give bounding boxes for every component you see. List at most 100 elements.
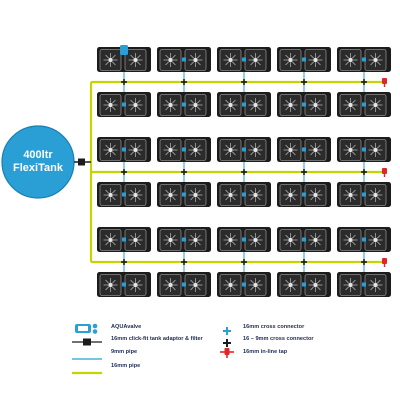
pot-grille: [137, 151, 141, 156]
pot-centre: [348, 237, 353, 243]
pot-grille: [285, 189, 289, 194]
pot-centre: [228, 192, 233, 198]
pot-centre: [288, 57, 293, 63]
pot-grille: [190, 241, 194, 246]
pot-grille: [137, 286, 141, 291]
pot-centre: [228, 57, 233, 63]
pot-grille: [285, 61, 289, 66]
tray: [157, 272, 211, 297]
pot-grille: [292, 61, 296, 66]
pot-grille: [105, 196, 109, 201]
pot-centre: [373, 282, 378, 288]
pot-grille: [292, 196, 296, 201]
pot-grille: [112, 279, 116, 284]
tray: [277, 272, 331, 297]
pot-grille: [197, 196, 201, 201]
pot-grille: [112, 196, 116, 201]
pot-centre: [193, 102, 198, 108]
pot-centre: [288, 147, 293, 153]
pot-grille: [257, 196, 261, 201]
pot-grille: [225, 189, 229, 194]
pot-grille: [197, 106, 201, 111]
pot-grille: [257, 286, 261, 291]
pot-grille: [172, 61, 176, 66]
pot-centre: [133, 102, 138, 108]
pot-centre: [373, 102, 378, 108]
pot-grille: [310, 234, 314, 239]
pot-grille: [377, 144, 381, 149]
aquavalve-mini: [362, 147, 366, 152]
pot-grille: [137, 99, 141, 104]
pot-centre: [373, 237, 378, 243]
pot-grille: [310, 241, 314, 246]
pot-grille: [352, 99, 356, 104]
pot-grille: [370, 196, 374, 201]
inline-tap-icon: [382, 78, 387, 84]
pot-grille: [197, 189, 201, 194]
pot-grille: [112, 241, 116, 246]
pot-grille: [310, 189, 314, 194]
aquavalve-mini: [242, 282, 246, 287]
pot-grille: [370, 286, 374, 291]
pot-grille: [310, 286, 314, 291]
pot-grille: [310, 99, 314, 104]
pot-grille: [257, 234, 261, 239]
pot-grille: [370, 54, 374, 59]
tray: [97, 272, 151, 297]
pot-grille: [310, 144, 314, 149]
tray: [337, 47, 391, 72]
pot-centre: [108, 102, 113, 108]
tray: [97, 137, 151, 162]
pot-grille: [345, 61, 349, 66]
pot-centre: [373, 57, 378, 63]
pot-grille: [137, 234, 141, 239]
pot-grille: [250, 54, 254, 59]
flexitank-body: [2, 126, 74, 198]
pot-grille: [285, 106, 289, 111]
pot-grille: [292, 54, 296, 59]
pot-grille: [172, 234, 176, 239]
pot-grille: [352, 61, 356, 66]
pot-grille: [317, 99, 321, 104]
pot-grille: [317, 106, 321, 111]
pot-centre: [253, 147, 258, 153]
pot-centre: [108, 237, 113, 243]
pot-grille: [225, 241, 229, 246]
pot-grille: [292, 144, 296, 149]
pot-grille: [165, 279, 169, 284]
aquavalve-mini: [182, 102, 186, 107]
pot-grille: [197, 99, 201, 104]
pot-grille: [257, 99, 261, 104]
pot-grille: [370, 189, 374, 194]
pot-grille: [137, 189, 141, 194]
pot-grille: [285, 144, 289, 149]
pot-grille: [377, 54, 381, 59]
tray: [157, 227, 211, 252]
pot-centre: [108, 147, 113, 153]
tray: [277, 182, 331, 207]
pot-centre: [313, 282, 318, 288]
pot-grille: [317, 61, 321, 66]
pot-grille: [232, 241, 236, 246]
tray: [97, 92, 151, 117]
pot-grille: [292, 99, 296, 104]
pot-centre: [288, 192, 293, 198]
pot-grille: [317, 189, 321, 194]
pot-grille: [137, 279, 141, 284]
tray: [217, 137, 271, 162]
flexitank-capacity: 400ltr: [23, 149, 53, 161]
pot-centre: [288, 282, 293, 288]
pot-grille: [250, 234, 254, 239]
pot-grille: [345, 151, 349, 156]
pot-grille: [250, 99, 254, 104]
aquavalve-mini: [362, 237, 366, 242]
aquavalve-mini: [242, 237, 246, 242]
pot-grille: [197, 54, 201, 59]
tray: [337, 227, 391, 252]
pot-grille: [172, 241, 176, 246]
aquavalve-mini: [362, 57, 366, 62]
pot-grille: [310, 54, 314, 59]
pot-grille: [105, 189, 109, 194]
pot-grille: [377, 196, 381, 201]
pot-grille: [285, 241, 289, 246]
